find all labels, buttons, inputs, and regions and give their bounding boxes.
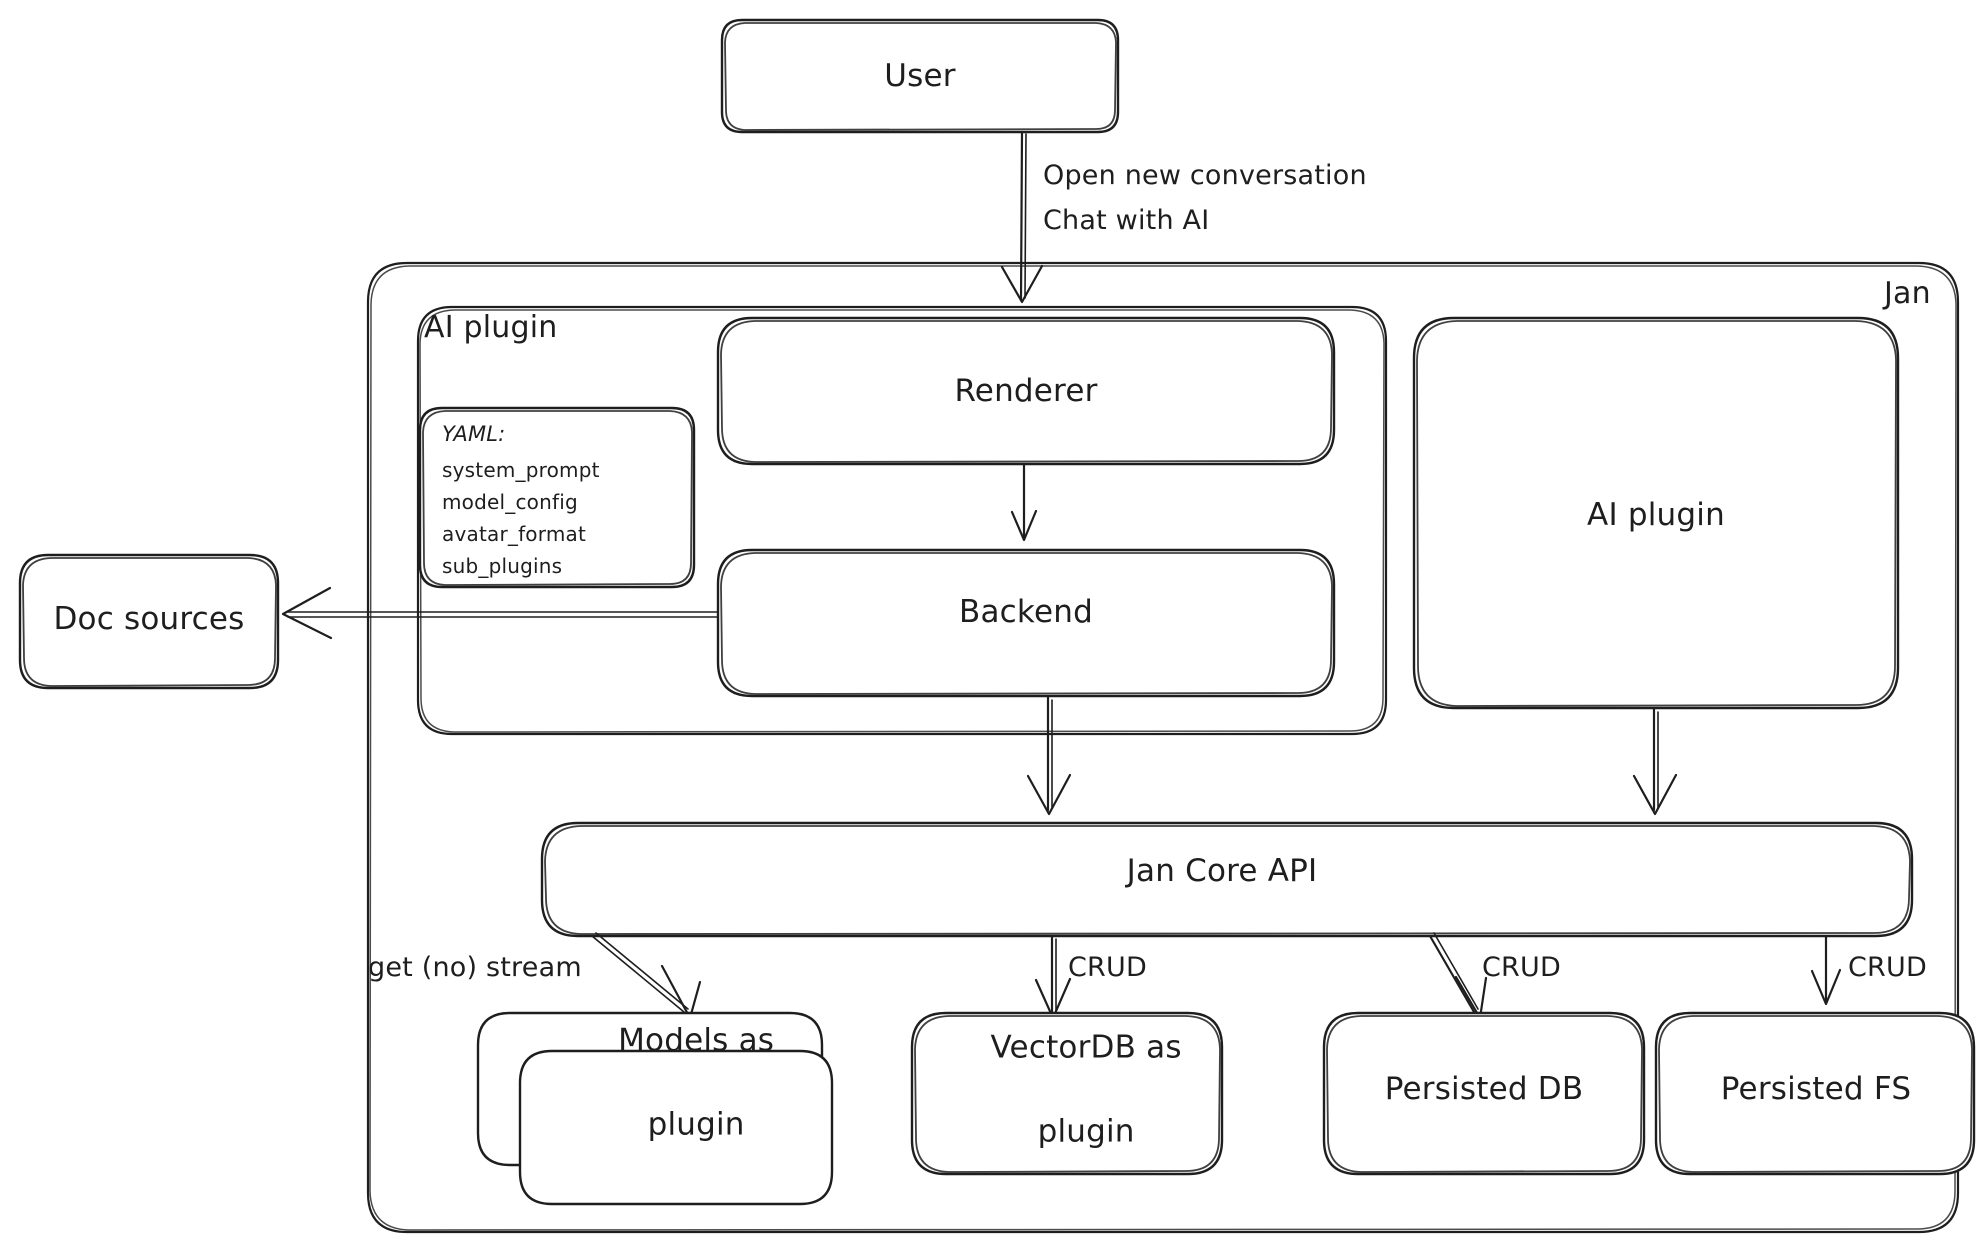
backend-node-label: Backend — [959, 594, 1093, 631]
vectordb-plugin-label-line2: plugin — [1037, 1112, 1135, 1149]
edge-label-open-conversation: Open new conversation — [1043, 160, 1367, 191]
renderer-node-shape[interactable] — [716, 316, 1336, 466]
backend-node-shape[interactable] — [716, 548, 1336, 698]
yaml-key-avatar-format: avatar_format — [442, 522, 586, 546]
edge-user-to-renderer — [1000, 130, 1044, 304]
models-plugin-node-label: Models as plugin — [578, 978, 774, 1187]
user-node-label: User — [884, 58, 956, 95]
yaml-card-shape — [418, 406, 696, 589]
edge-label-crud-persisted-fs: CRUD — [1848, 952, 1927, 983]
models-plugin-label-line2: plugin — [647, 1105, 745, 1142]
edge-backend-to-doc-sources — [281, 586, 719, 640]
edge-label-crud-vectordb: CRUD — [1068, 952, 1147, 983]
doc-sources-node-shape[interactable] — [18, 553, 280, 690]
models-plugin-node-shape[interactable] — [476, 1011, 834, 1206]
edge-renderer-to-backend — [1010, 462, 1038, 542]
vectordb-plugin-label-line1: VectorDB as — [990, 1029, 1182, 1066]
yaml-key-model-config: model_config — [442, 490, 578, 514]
jan-container-label: Jan — [1884, 276, 1931, 311]
edge-label-get-no-stream: get (no) stream — [368, 952, 582, 983]
edge-label-crud-persisted-db: CRUD — [1482, 952, 1561, 983]
yaml-key-system-prompt: system_prompt — [442, 458, 600, 482]
yaml-card-header: YAML: — [442, 422, 506, 446]
edge-core-to-persisted-fs — [1810, 934, 1842, 1006]
doc-sources-node-label: Doc sources — [53, 601, 245, 638]
ai-plugin-group-label: AI plugin — [424, 310, 558, 345]
models-plugin-label-line1: Models as — [618, 1022, 775, 1059]
ai-plugin-right-node-shape[interactable] — [1412, 316, 1900, 710]
user-node-shape[interactable] — [720, 18, 1120, 134]
persisted-db-node-shape[interactable] — [1322, 1011, 1646, 1176]
vectordb-plugin-node-label: VectorDB as plugin — [950, 985, 1182, 1194]
persisted-fs-node-shape[interactable] — [1654, 1011, 1976, 1176]
vectordb-plugin-node-shape[interactable] — [910, 1011, 1224, 1176]
persisted-fs-node-label: Persisted FS — [1720, 1071, 1912, 1108]
edge-label-chat-with-ai: Chat with AI — [1043, 205, 1210, 236]
jan-core-api-node-shape[interactable] — [540, 821, 1914, 938]
renderer-node-label: Renderer — [954, 373, 1098, 410]
edge-ai-plugin-to-core — [1632, 706, 1678, 816]
yaml-key-sub-plugins: sub_plugins — [442, 554, 563, 578]
persisted-db-node-label: Persisted DB — [1384, 1071, 1584, 1108]
edge-backend-to-core — [1026, 694, 1072, 816]
jan-core-api-node-label: Jan Core API — [1126, 853, 1318, 890]
ai-plugin-right-node-label: AI plugin — [1587, 497, 1725, 534]
